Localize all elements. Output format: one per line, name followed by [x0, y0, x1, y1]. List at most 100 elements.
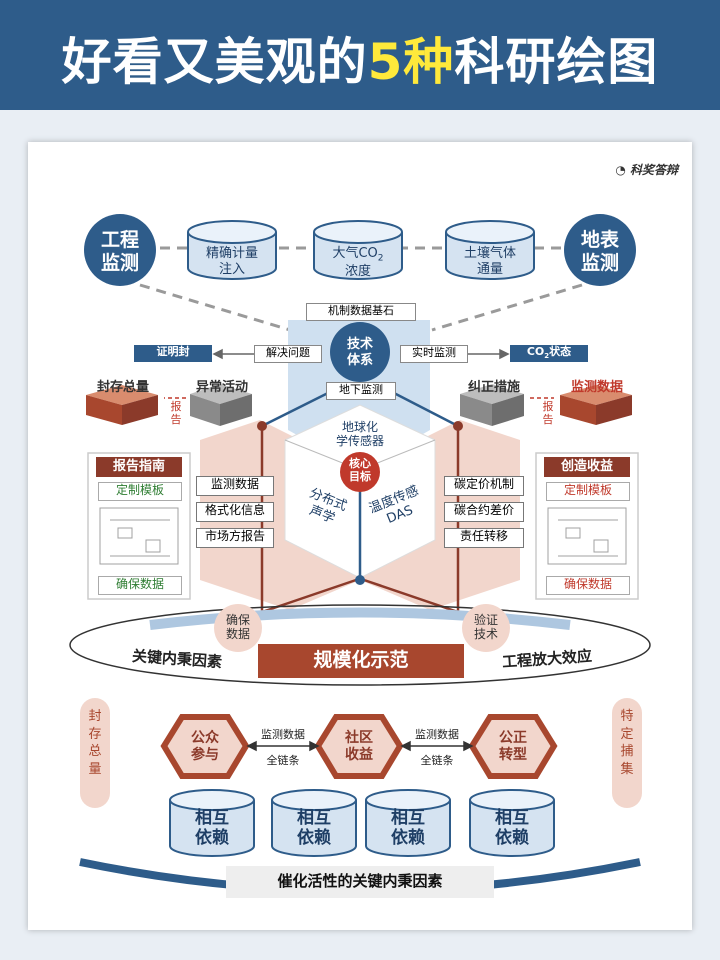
ring-left-line2: 数据 — [225, 627, 250, 642]
arrow-label-2-top: 监测数据 — [415, 728, 459, 741]
hex-3-text: 公正转型 — [478, 730, 548, 764]
top-cylinder-1-text: 精确计量注入 — [188, 246, 276, 277]
right-panel-top: 定制模板 — [546, 482, 630, 501]
dot-right — [453, 421, 463, 431]
hex3-l2: 转型 — [499, 746, 527, 763]
cyl1-line2: 注入 — [218, 261, 245, 277]
blt-1: 封 — [88, 709, 102, 724]
right-list-item-2: 碳合约差价 — [444, 502, 524, 522]
bc2-l2: 依赖 — [297, 828, 331, 849]
navy-line-left — [261, 390, 331, 428]
tech-circle — [330, 322, 390, 382]
right-boxes — [460, 384, 632, 426]
left-panel-bottom: 确保数据 — [98, 576, 182, 595]
left-top-circle — [84, 214, 156, 286]
left-top-circle-text: 工程监测 — [84, 229, 156, 275]
brt-2: 定 — [620, 726, 634, 742]
co2-tail: 状态 — [549, 345, 572, 358]
footer-label-bg — [226, 866, 494, 898]
top-center-label: 机制数据基石 — [306, 303, 416, 321]
cyl2-line2: 浓度 — [344, 264, 371, 280]
solve-problem-box: 解决问题 — [254, 345, 322, 363]
footer-label: 催化活性的关键内秉因素 — [277, 872, 443, 890]
left-list-item-3: 市场方报告 — [196, 528, 274, 548]
hex-arrows — [246, 740, 474, 752]
hex-1-text: 公众参与 — [170, 730, 240, 764]
title-part2: 科研绘图 — [454, 33, 659, 91]
title-highlight: 5种 — [367, 33, 455, 91]
arrow-label-2-bottom: 全链条 — [420, 754, 454, 767]
left-report-label: 报告 — [168, 400, 184, 426]
left-panel-title-bg — [96, 457, 182, 477]
cyl3-line1: 土壤气体 — [463, 246, 516, 261]
bottom-right-tag: 特定捕集 — [612, 708, 642, 778]
bc3-l1: 相互 — [391, 808, 425, 828]
right-panel-bottom: 确保数据 — [546, 576, 630, 595]
dot-bottom — [355, 575, 365, 585]
left-boxes — [86, 384, 252, 426]
brand-logo: ◔ 科奖答辩 — [588, 163, 678, 177]
bc3-l2: 依赖 — [391, 828, 425, 849]
right-panel — [535, 452, 639, 600]
main-label: 规模化示范 — [313, 649, 409, 671]
cyl2-sub: 2 — [377, 253, 384, 264]
bc1-l2: 依赖 — [195, 828, 229, 849]
bottom-cylinder-4-text: 相互依赖 — [470, 808, 554, 849]
hex-2-text: 社区收益 — [324, 730, 394, 764]
title-part1: 好看又美观的 — [61, 33, 368, 91]
left-list-item-1: 监测数据 — [196, 476, 274, 496]
right-report-label: 报告 — [540, 400, 556, 426]
ring-right-circle — [462, 604, 510, 652]
bottom-left-tag: 封存总量 — [80, 708, 110, 778]
underground-label: 地下监测 — [326, 382, 396, 400]
left-report-2: 告 — [170, 413, 182, 427]
hex2-l2: 收益 — [345, 746, 373, 763]
tech-circle-text: 技术体系 — [330, 337, 390, 368]
blt-3: 总 — [88, 744, 102, 760]
main-label-bg — [258, 644, 464, 678]
tech-line2: 体系 — [346, 352, 373, 368]
right-panel-title-bg — [544, 457, 630, 477]
dot-left — [257, 421, 267, 431]
arrow-label-1-top: 监测数据 — [261, 728, 305, 741]
header-banner — [0, 0, 720, 110]
left-panel-top: 定制模板 — [98, 482, 182, 501]
right-report-2: 告 — [542, 413, 554, 427]
cube-top-line2: 学传感器 — [335, 434, 384, 449]
bc4-l2: 依赖 — [495, 828, 529, 849]
ring-highlight — [149, 607, 571, 630]
bottom-cylinder-1-text: 相互依赖 — [170, 808, 254, 849]
hex3-l1: 公正 — [499, 730, 527, 746]
brand-text: 科奖答辩 — [629, 163, 678, 177]
cube-top-text: 地球化学传感器 — [320, 420, 400, 449]
bottom-left-tag-bg — [80, 698, 110, 808]
storage-total-label: 封存总量 — [96, 380, 149, 395]
cyl3-line2: 通量 — [476, 261, 503, 277]
outer-ring — [69, 604, 651, 686]
cyl1-line1: 精确计量 — [205, 246, 258, 261]
left-top-line1: 工程 — [100, 229, 139, 251]
arrow-label-1-bottom: 全链条 — [266, 754, 300, 767]
ring-left-circle — [214, 604, 262, 652]
right-top-line2: 监测 — [580, 251, 619, 274]
right-list-item-1: 碳定价机制 — [444, 476, 524, 496]
bottom-cylinder-3-text: 相互依赖 — [366, 808, 450, 849]
ring-right-line1: 验证 — [473, 613, 498, 627]
blt-2: 存 — [88, 726, 102, 742]
brt-4: 集 — [620, 761, 634, 777]
bc2-l1: 相互 — [297, 808, 331, 828]
ring-right-circle-text: 验证技术 — [462, 613, 510, 642]
bottom-right-tag-bg — [612, 698, 642, 808]
core-text: 核心目标 — [340, 457, 380, 483]
circuit-left — [99, 507, 179, 565]
top-cylinder-2-text: 大气CO2 浓度 — [314, 246, 402, 280]
cyl2-line1: 大气CO — [332, 246, 378, 261]
top-cylinders — [187, 220, 535, 280]
bottom-cylinders — [169, 789, 555, 857]
realtime-monitor-box: 实时监测 — [400, 345, 468, 363]
right-top-circle-text: 地表监测 — [564, 229, 636, 275]
corrective-action-label: 纠正措施 — [467, 380, 520, 395]
blt-4: 量 — [88, 761, 102, 777]
ring-right-line2: 技术 — [473, 627, 498, 642]
